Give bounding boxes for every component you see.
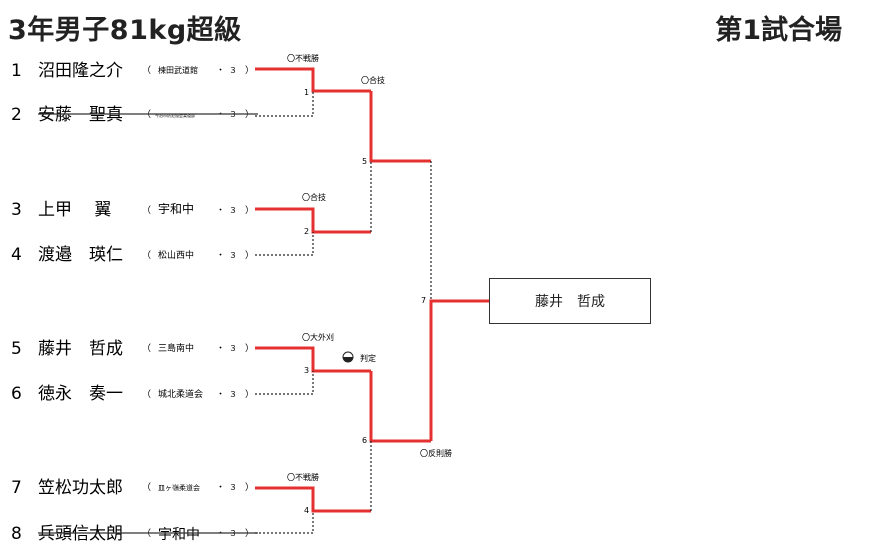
- venue-label: 第1試合場: [715, 15, 842, 46]
- match-result: 〇合技: [302, 192, 326, 202]
- player-row-2: 2 安藤 聖真 （ 今治市防犯協会柔道部 ・ ３ ）: [11, 105, 258, 125]
- player-row-3: 3 上甲 翼 （ 宇和中 ・ ３ ）: [11, 200, 254, 220]
- match-number: 6: [362, 436, 367, 445]
- paren-open: （: [142, 205, 151, 216]
- match-4-win-line: [255, 486, 371, 513]
- match-6-win-line: [369, 371, 431, 443]
- player-name: 笠松功太郎: [38, 478, 123, 498]
- player-seed: 8: [11, 524, 22, 544]
- player-grade: ３: [229, 66, 237, 75]
- paren-close: ）: [245, 65, 254, 76]
- player-team: 宇和中: [158, 201, 194, 216]
- match-1-win-line: [255, 67, 371, 93]
- player-row-5: 5 藤井 哲成 （ 三島南中 ・ ３ ）: [11, 339, 254, 359]
- player-grade: ３: [229, 206, 237, 215]
- player-row-1: 1 沼田隆之介 （ 楝田武道館 ・ ３ ）: [11, 61, 254, 81]
- player-seed: 5: [11, 339, 22, 359]
- paren-open: （: [142, 343, 151, 354]
- paren-open: （: [142, 65, 151, 76]
- paren-open: （: [142, 482, 151, 493]
- player-name: 徳永 奏一: [38, 384, 123, 404]
- player-team: 今治市防犯協会柔道部: [155, 112, 195, 118]
- match-number: 2: [304, 227, 309, 236]
- match-number: 4: [304, 506, 309, 515]
- match-2-lose-line: [255, 232, 314, 256]
- match-3-lose-line: [255, 371, 314, 395]
- player-name: 渡邉 瑛仁: [38, 245, 123, 265]
- dot: ・: [216, 344, 225, 354]
- player-grade: ３: [229, 483, 237, 492]
- player-seed: 2: [11, 105, 22, 125]
- match-5-win-line: [369, 91, 431, 163]
- match-number: 1: [304, 88, 309, 97]
- dot: ・: [216, 206, 225, 216]
- player-seed: 4: [11, 245, 22, 265]
- winner-box: 藤井 哲成: [489, 278, 651, 324]
- player-team: 松山西中: [158, 249, 194, 261]
- player-grade: ３: [229, 344, 237, 353]
- match-result: 〇不戦勝: [287, 472, 319, 482]
- match-number: 7: [421, 296, 426, 305]
- player-seed: 6: [11, 384, 22, 404]
- decision-icon: [342, 351, 354, 363]
- player-team: 城北柔道会: [158, 388, 203, 400]
- player-team: 宇和中: [158, 527, 200, 543]
- match-number: 3: [304, 366, 309, 375]
- player-team: 三島南中: [158, 342, 194, 354]
- player-name: 安藤 聖真: [38, 105, 123, 125]
- paren-close: ）: [245, 250, 254, 261]
- match-result: 〇合技: [361, 75, 385, 85]
- page-title: 3年男子81kg超級: [8, 15, 242, 46]
- match-number: 5: [362, 157, 367, 166]
- paren-close: ）: [245, 389, 254, 400]
- player-seed: 7: [11, 478, 22, 498]
- paren-close: ）: [245, 482, 254, 493]
- dot: ・: [216, 390, 225, 400]
- dot: ・: [216, 110, 225, 120]
- match-result: 〇不戦勝: [287, 53, 319, 63]
- player-team: 楝田武道館: [158, 65, 198, 75]
- player-name: 沼田隆之介: [38, 61, 123, 81]
- dot: ・: [216, 483, 225, 493]
- player-seed: 1: [11, 61, 22, 81]
- dot: ・: [216, 66, 225, 76]
- player-grade: ３: [229, 251, 237, 260]
- player-seed: 3: [11, 200, 22, 220]
- match-2-win-line: [255, 207, 371, 234]
- paren-close: ）: [245, 343, 254, 354]
- player-row-6: 6 徳永 奏一 （ 城北柔道会 ・ ３ ）: [11, 384, 254, 404]
- match-result: 〇大外刈: [302, 332, 334, 342]
- player-grade: ３: [229, 390, 237, 399]
- player-row-8: 8 兵頭信太朗 （ 宇和中 ・ ３ ）: [11, 524, 258, 544]
- winner-name: 藤井 哲成: [535, 294, 605, 310]
- match-3-win-line: [255, 346, 371, 373]
- player-team: 皿ヶ嶺柔道会: [158, 483, 200, 492]
- match-7-win-line: [429, 299, 489, 441]
- player-name: 藤井 哲成: [38, 339, 123, 359]
- match-1-lose-line: [255, 91, 314, 117]
- match-result: 〇反則勝: [420, 448, 452, 458]
- player-name: 上甲 翼: [38, 200, 111, 220]
- player-row-4: 4 渡邉 瑛仁 （ 松山西中 ・ ３ ）: [11, 245, 254, 265]
- player-row-7: 7 笠松功太郎 （ 皿ヶ嶺柔道会 ・ ３ ）: [11, 478, 254, 498]
- dot: ・: [216, 251, 225, 261]
- match-result: 判定: [360, 353, 376, 363]
- match-4-lose-line: [255, 511, 314, 534]
- player-name: 兵頭信太朗: [38, 524, 123, 544]
- paren-open: （: [142, 389, 151, 400]
- bracket-lines: [255, 67, 489, 534]
- dot: ・: [216, 529, 225, 539]
- paren-close: ）: [245, 205, 254, 216]
- paren-open: （: [142, 250, 151, 261]
